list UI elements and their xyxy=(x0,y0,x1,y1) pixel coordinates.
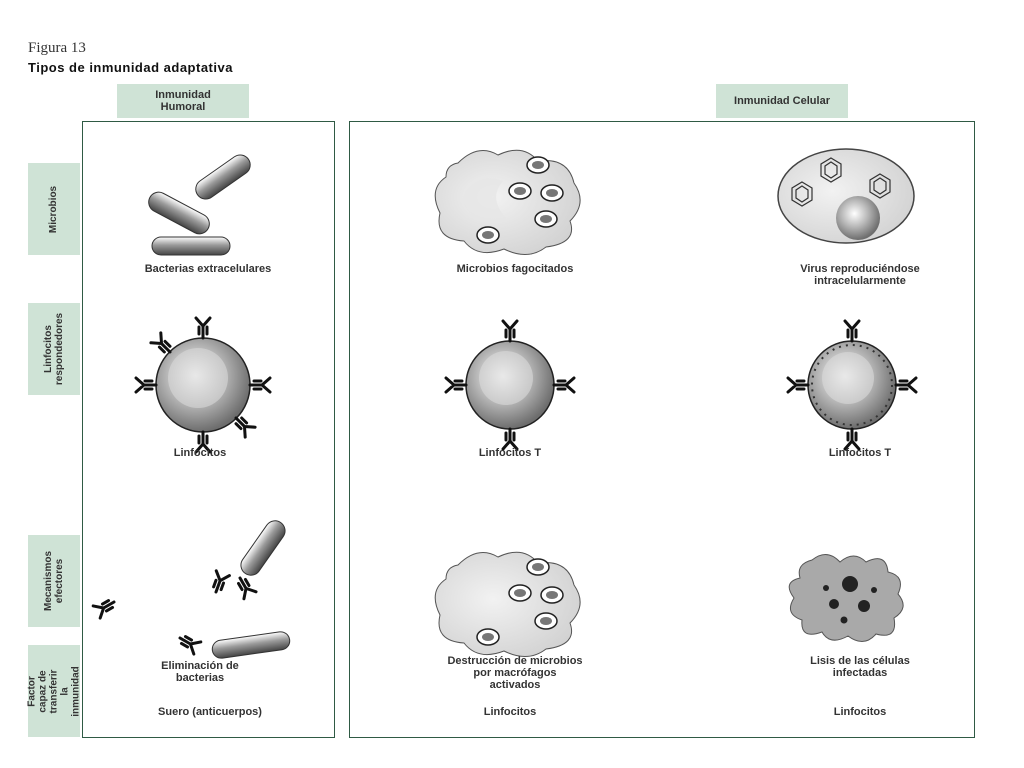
t-lymphocytes-1-image xyxy=(444,319,576,451)
row-header-transfer-label: Factor capaz de transferir la inmunidad xyxy=(26,665,82,717)
column-header-humoral: Inmunidad Humoral xyxy=(117,84,249,118)
row-header-effectors: Mecanismos efectores xyxy=(28,535,80,627)
infected-cell-lysis-image xyxy=(788,554,904,642)
row-header-microbes: Microbios xyxy=(28,163,80,255)
infected-cell-lysis-label: Lisis de las células infectadas xyxy=(810,655,910,679)
lymphocytes-label: Linfocitos xyxy=(173,447,227,459)
row-header-lymphocytes-label: Linfocitos respondedores xyxy=(43,312,65,386)
extracellular-bacteria-image xyxy=(148,154,251,256)
microbe-destruction-label: Destrucción de microbios por macrófagos … xyxy=(447,655,583,691)
intracellular-virus-image xyxy=(777,148,915,244)
phagocytosed-microbes-image xyxy=(434,149,581,255)
row-header-effectors-label: Mecanismos efectores xyxy=(43,550,65,612)
microbe-destruction-image xyxy=(434,551,581,657)
t-lymphocytes-1-label: Linfocitos T xyxy=(478,447,542,459)
transfer-cellular-1-label: Linfocitos xyxy=(483,706,537,718)
transfer-cellular-2-label: Linfocitos xyxy=(833,706,887,718)
bacteria-elimination-label: Eliminación de bacterias xyxy=(161,660,239,684)
extracellular-bacteria-label: Bacterias extracelulares xyxy=(144,263,272,275)
t-lymphocytes-2-label: Linfocitos T xyxy=(828,447,892,459)
intracellular-virus-label: Virus reproduciéndose intracelularmente xyxy=(800,263,920,287)
column-header-cellular: Inmunidad Celular xyxy=(716,84,848,118)
row-header-transfer: Factor capaz de transferir la inmunidad xyxy=(26,645,82,737)
t-lymphocytes-2-image xyxy=(786,319,918,451)
row-header-lymphocytes: Linfocitos respondedores xyxy=(28,303,80,395)
phagocytosed-microbes-label: Microbios fagocitados xyxy=(456,263,574,275)
row-header-microbes-label: Microbios xyxy=(48,185,60,233)
lymphocytes-image xyxy=(134,316,272,454)
transfer-humoral-label: Suero (anticuerpos) xyxy=(158,706,262,718)
bacteria-elimination-image xyxy=(91,520,291,659)
figure-number: Figura 13 xyxy=(28,40,86,56)
figure-title: Tipos de inmunidad adaptativa xyxy=(28,60,233,75)
